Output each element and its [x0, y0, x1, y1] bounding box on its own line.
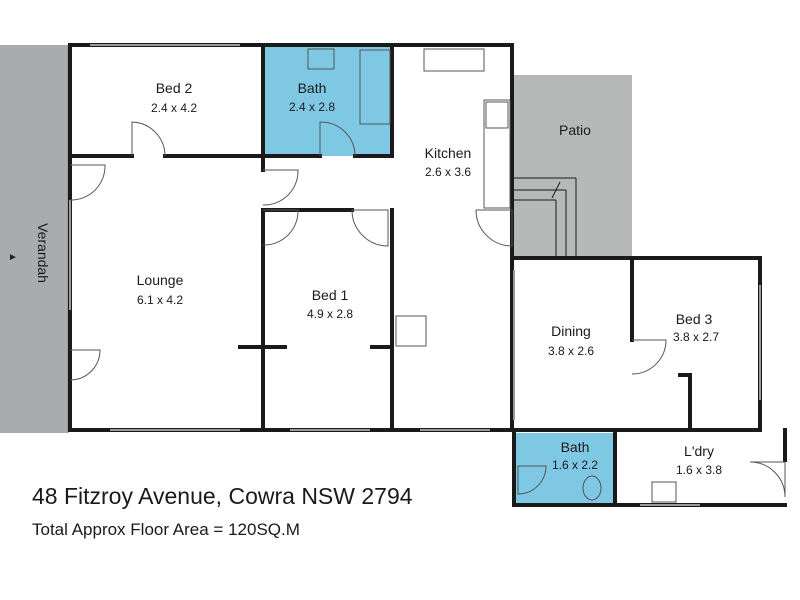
- bed2-name: Bed 2: [156, 80, 193, 96]
- room-labels: Bed 2 2.4 x 4.2 Bath 2.4 x 2.8 Kitchen 2…: [35, 80, 722, 477]
- patio-steps: [514, 177, 577, 258]
- basin-icon: [307, 48, 335, 70]
- lounge-dims: 6.1 x 4.2: [137, 293, 183, 307]
- kitchen-sink-icon: [423, 48, 485, 72]
- entry-arrow-icon: ►: [8, 252, 18, 263]
- bed3-dims: 3.8 x 2.7: [673, 330, 719, 344]
- windows: [69, 44, 761, 506]
- lounge-name: Lounge: [137, 272, 184, 288]
- verandah-name: Verandah: [35, 223, 51, 283]
- cooktop-icon: [485, 101, 509, 129]
- fireplace-icon: [395, 315, 427, 347]
- dining-dims: 3.8 x 2.6: [548, 344, 594, 358]
- shower-icon: [517, 465, 547, 495]
- bath-fill: [265, 47, 390, 156]
- bed3-name: Bed 3: [676, 311, 713, 327]
- fixtures: [307, 48, 677, 503]
- bath1-dims: 2.4 x 2.8: [289, 100, 335, 114]
- toilet-icon: [582, 475, 602, 501]
- bath1-name: Bath: [298, 80, 327, 96]
- walls: [68, 43, 787, 507]
- bed1-name: Bed 1: [312, 287, 349, 303]
- bathtub-icon: [359, 49, 391, 125]
- kitchen-name: Kitchen: [425, 145, 472, 161]
- door-swings: [69, 121, 786, 498]
- patio-name: Patio: [559, 122, 591, 138]
- verandah-area: [0, 45, 68, 433]
- dining-name: Dining: [551, 323, 591, 339]
- bath2-dims: 1.6 x 2.2: [552, 458, 598, 472]
- laundry-tub-icon: [651, 481, 677, 503]
- bath2-name: Bath: [561, 439, 590, 455]
- bed1-dims: 4.9 x 2.8: [307, 307, 353, 321]
- laundry-name: L'dry: [684, 443, 714, 459]
- laundry-dims: 1.6 x 3.8: [676, 463, 722, 477]
- floor-area-caption: Total Approx Floor Area = 120SQ.M: [32, 520, 300, 539]
- address-caption: 48 Fitzroy Avenue, Cowra NSW 2794: [32, 483, 413, 509]
- bath2-fill: [514, 433, 615, 504]
- bed2-dims: 2.4 x 4.2: [151, 101, 197, 115]
- kitchen-dims: 2.6 x 3.6: [425, 165, 471, 179]
- patio-area: [514, 75, 632, 258]
- kitchen-bench: [483, 99, 511, 209]
